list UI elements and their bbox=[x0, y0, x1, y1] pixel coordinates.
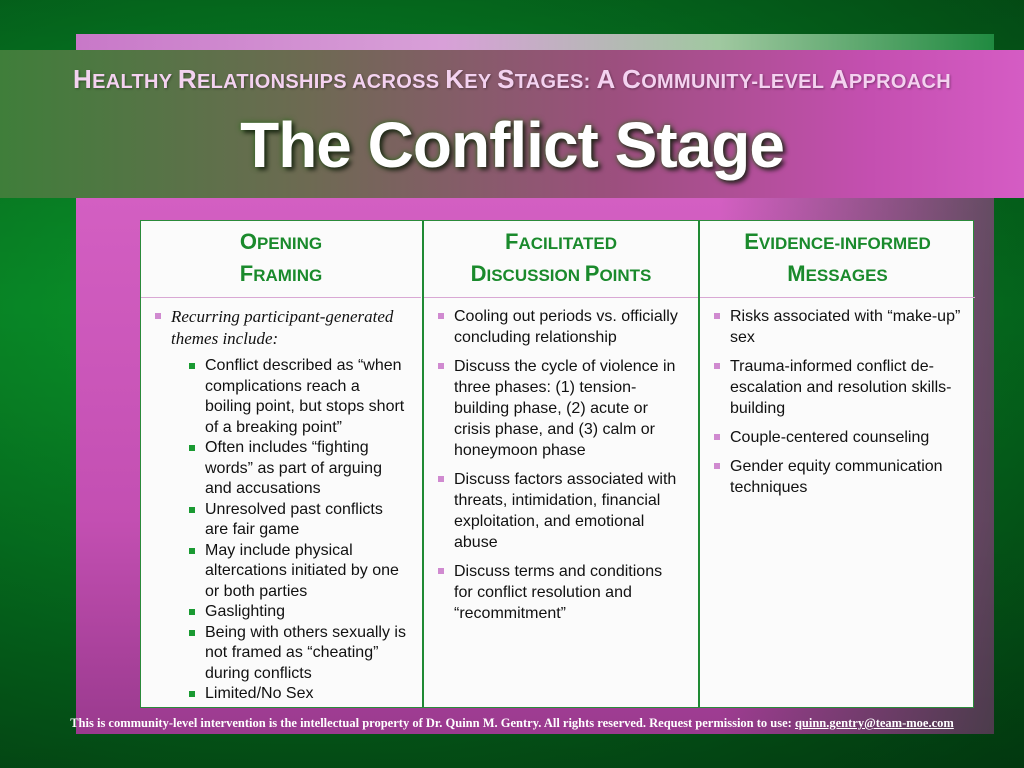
column-heading: EVIDENCE-INFORMED MESSAGES bbox=[700, 221, 975, 298]
subtitle-part: A bbox=[829, 64, 849, 94]
column-facilitated-discussion-points: FACILITATED DISCUSSION POINTS Cooling ou… bbox=[422, 221, 698, 707]
sub-list-item: Unresolved past conflicts are fair game bbox=[187, 500, 407, 541]
subtitle-part: C bbox=[622, 64, 642, 94]
subtitle-part: ELATIONSHIPS ACROSS bbox=[196, 71, 446, 93]
sub-list-item: Gaslighting bbox=[187, 602, 407, 623]
subtitle-part: OMMUNITY-LEVEL bbox=[641, 71, 830, 93]
content-table: OPENING FRAMING Recurring participant-ge… bbox=[140, 220, 975, 708]
list-item: Couple-centered counseling bbox=[712, 427, 961, 448]
sub-list: Conflict described as “when complication… bbox=[187, 356, 407, 705]
column-opening-framing: OPENING FRAMING Recurring participant-ge… bbox=[141, 221, 421, 707]
sub-list-item: Often includes “fighting words” as part … bbox=[187, 438, 407, 500]
column-evidence-informed-messages: EVIDENCE-INFORMED MESSAGES Risks associa… bbox=[698, 221, 975, 707]
title-banner bbox=[0, 50, 1024, 198]
list-item: Trauma-informed conflict de-escalation a… bbox=[712, 356, 961, 419]
list-item: Recurring participant-generated themes i… bbox=[153, 306, 407, 705]
list-item: Risks associated with “make-up” sex bbox=[712, 306, 961, 348]
subtitle-part: S bbox=[497, 64, 515, 94]
subtitle-part: H bbox=[73, 64, 93, 94]
slide-subtitle: HEALTHY RELATIONSHIPS ACROSS KEY STAGES:… bbox=[0, 64, 1024, 95]
sub-list-item: Limited/No Sex bbox=[187, 684, 407, 705]
column-heading: OPENING FRAMING bbox=[141, 221, 421, 298]
slide-title: The Conflict Stage bbox=[240, 109, 785, 181]
contact-email-link[interactable]: quinn.gentry@team-moe.com bbox=[794, 716, 954, 730]
list-item: Gender equity communication techniques bbox=[712, 456, 961, 498]
column-heading: FACILITATED DISCUSSION POINTS bbox=[424, 221, 698, 298]
subtitle-part: PPROACH bbox=[848, 71, 951, 93]
subtitle-part: R bbox=[177, 64, 197, 94]
sub-list-item: Conflict described as “when complication… bbox=[187, 356, 407, 438]
subtitle-part: A bbox=[596, 64, 623, 94]
bullet-list: Cooling out periods vs. officially concl… bbox=[424, 298, 698, 624]
subtitle-part: K bbox=[445, 64, 465, 94]
list-item: Cooling out periods vs. officially concl… bbox=[436, 306, 684, 348]
list-item: Discuss terms and conditions for conflic… bbox=[436, 561, 684, 624]
sub-list-item: May include physical altercations initia… bbox=[187, 541, 407, 603]
sub-list-item: Being with others sexually is not framed… bbox=[187, 623, 407, 685]
subtitle-part: EY bbox=[464, 71, 498, 93]
subtitle-part: TAGES: bbox=[514, 71, 597, 93]
top-decorative-strip bbox=[76, 34, 994, 50]
list-item: Discuss factors associated with threats,… bbox=[436, 469, 684, 553]
copyright-footer: This is community-level intervention is … bbox=[70, 716, 954, 730]
subtitle-part: EALTHY bbox=[92, 71, 178, 93]
list-item: Discuss the cycle of violence in three p… bbox=[436, 356, 684, 461]
